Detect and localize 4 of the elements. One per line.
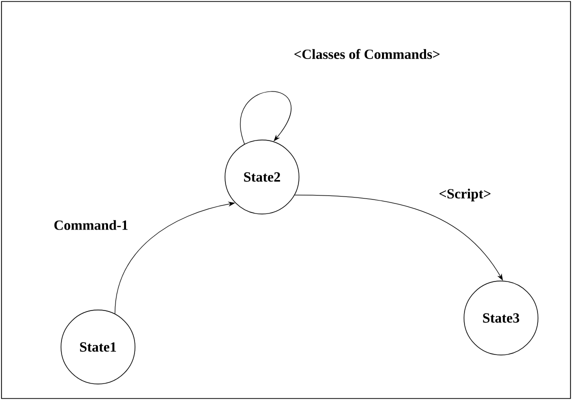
arrow bbox=[240, 91, 292, 144]
edge-label: <Classes of Commands> bbox=[294, 49, 440, 59]
edge-label: <Script> bbox=[439, 188, 490, 202]
edge-label: Command-1 bbox=[54, 220, 128, 230]
